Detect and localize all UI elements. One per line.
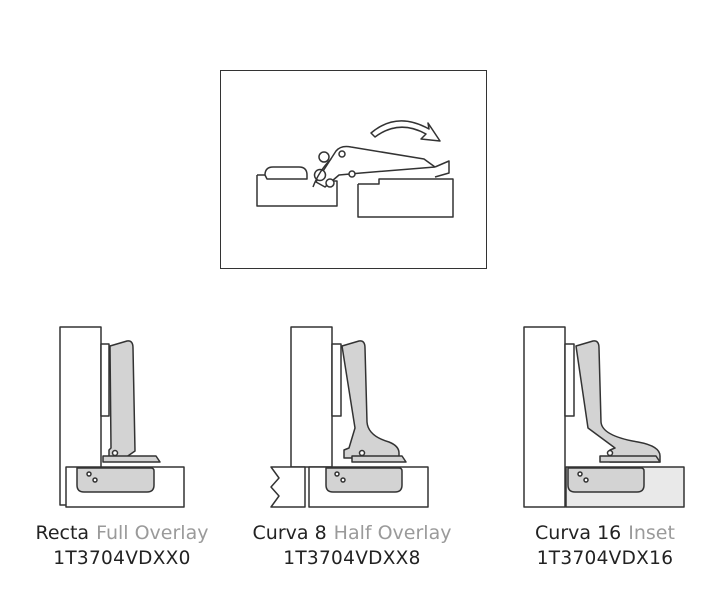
variant-name: Curva 16	[535, 522, 622, 544]
hinge-cup	[567, 467, 645, 493]
variant-code: 1T3704VDX16	[536, 548, 674, 569]
variant-type: Half Overlay	[333, 522, 452, 544]
hinge-open-door-arrow-icon	[256, 120, 454, 218]
inset-hinge-diagram	[523, 326, 685, 508]
variant-type: Full Overlay	[96, 522, 209, 544]
variant-name: Recta	[35, 522, 90, 544]
hinge-cup	[325, 467, 403, 493]
variant-name: Curva 8	[252, 522, 327, 544]
caption-full-overlay: Recta Full Overlay 1T3704VDXX0	[26, 520, 218, 572]
variant-code: 1T3704VDXX0	[53, 548, 191, 569]
side-panel-broken	[270, 466, 306, 508]
half-overlay-hinge-diagram	[270, 326, 429, 508]
hinge-arm	[108, 340, 136, 459]
hinge-arm	[575, 340, 661, 463]
hinge-arm	[341, 340, 400, 459]
cabinet-side	[290, 326, 333, 468]
variant-code: 1T3704VDXX8	[283, 548, 421, 569]
full-overlay-hinge-diagram	[59, 326, 185, 508]
hinge-cup	[76, 467, 155, 493]
variant-type: Inset	[628, 522, 675, 544]
caption-half-overlay: Curva 8 Half Overlay 1T3704VDXX8	[246, 520, 458, 572]
cabinet-side	[523, 326, 566, 508]
hinge-illustration-frame	[220, 70, 487, 269]
caption-inset: Curva 16 Inset 1T3704VDX16	[527, 520, 683, 572]
